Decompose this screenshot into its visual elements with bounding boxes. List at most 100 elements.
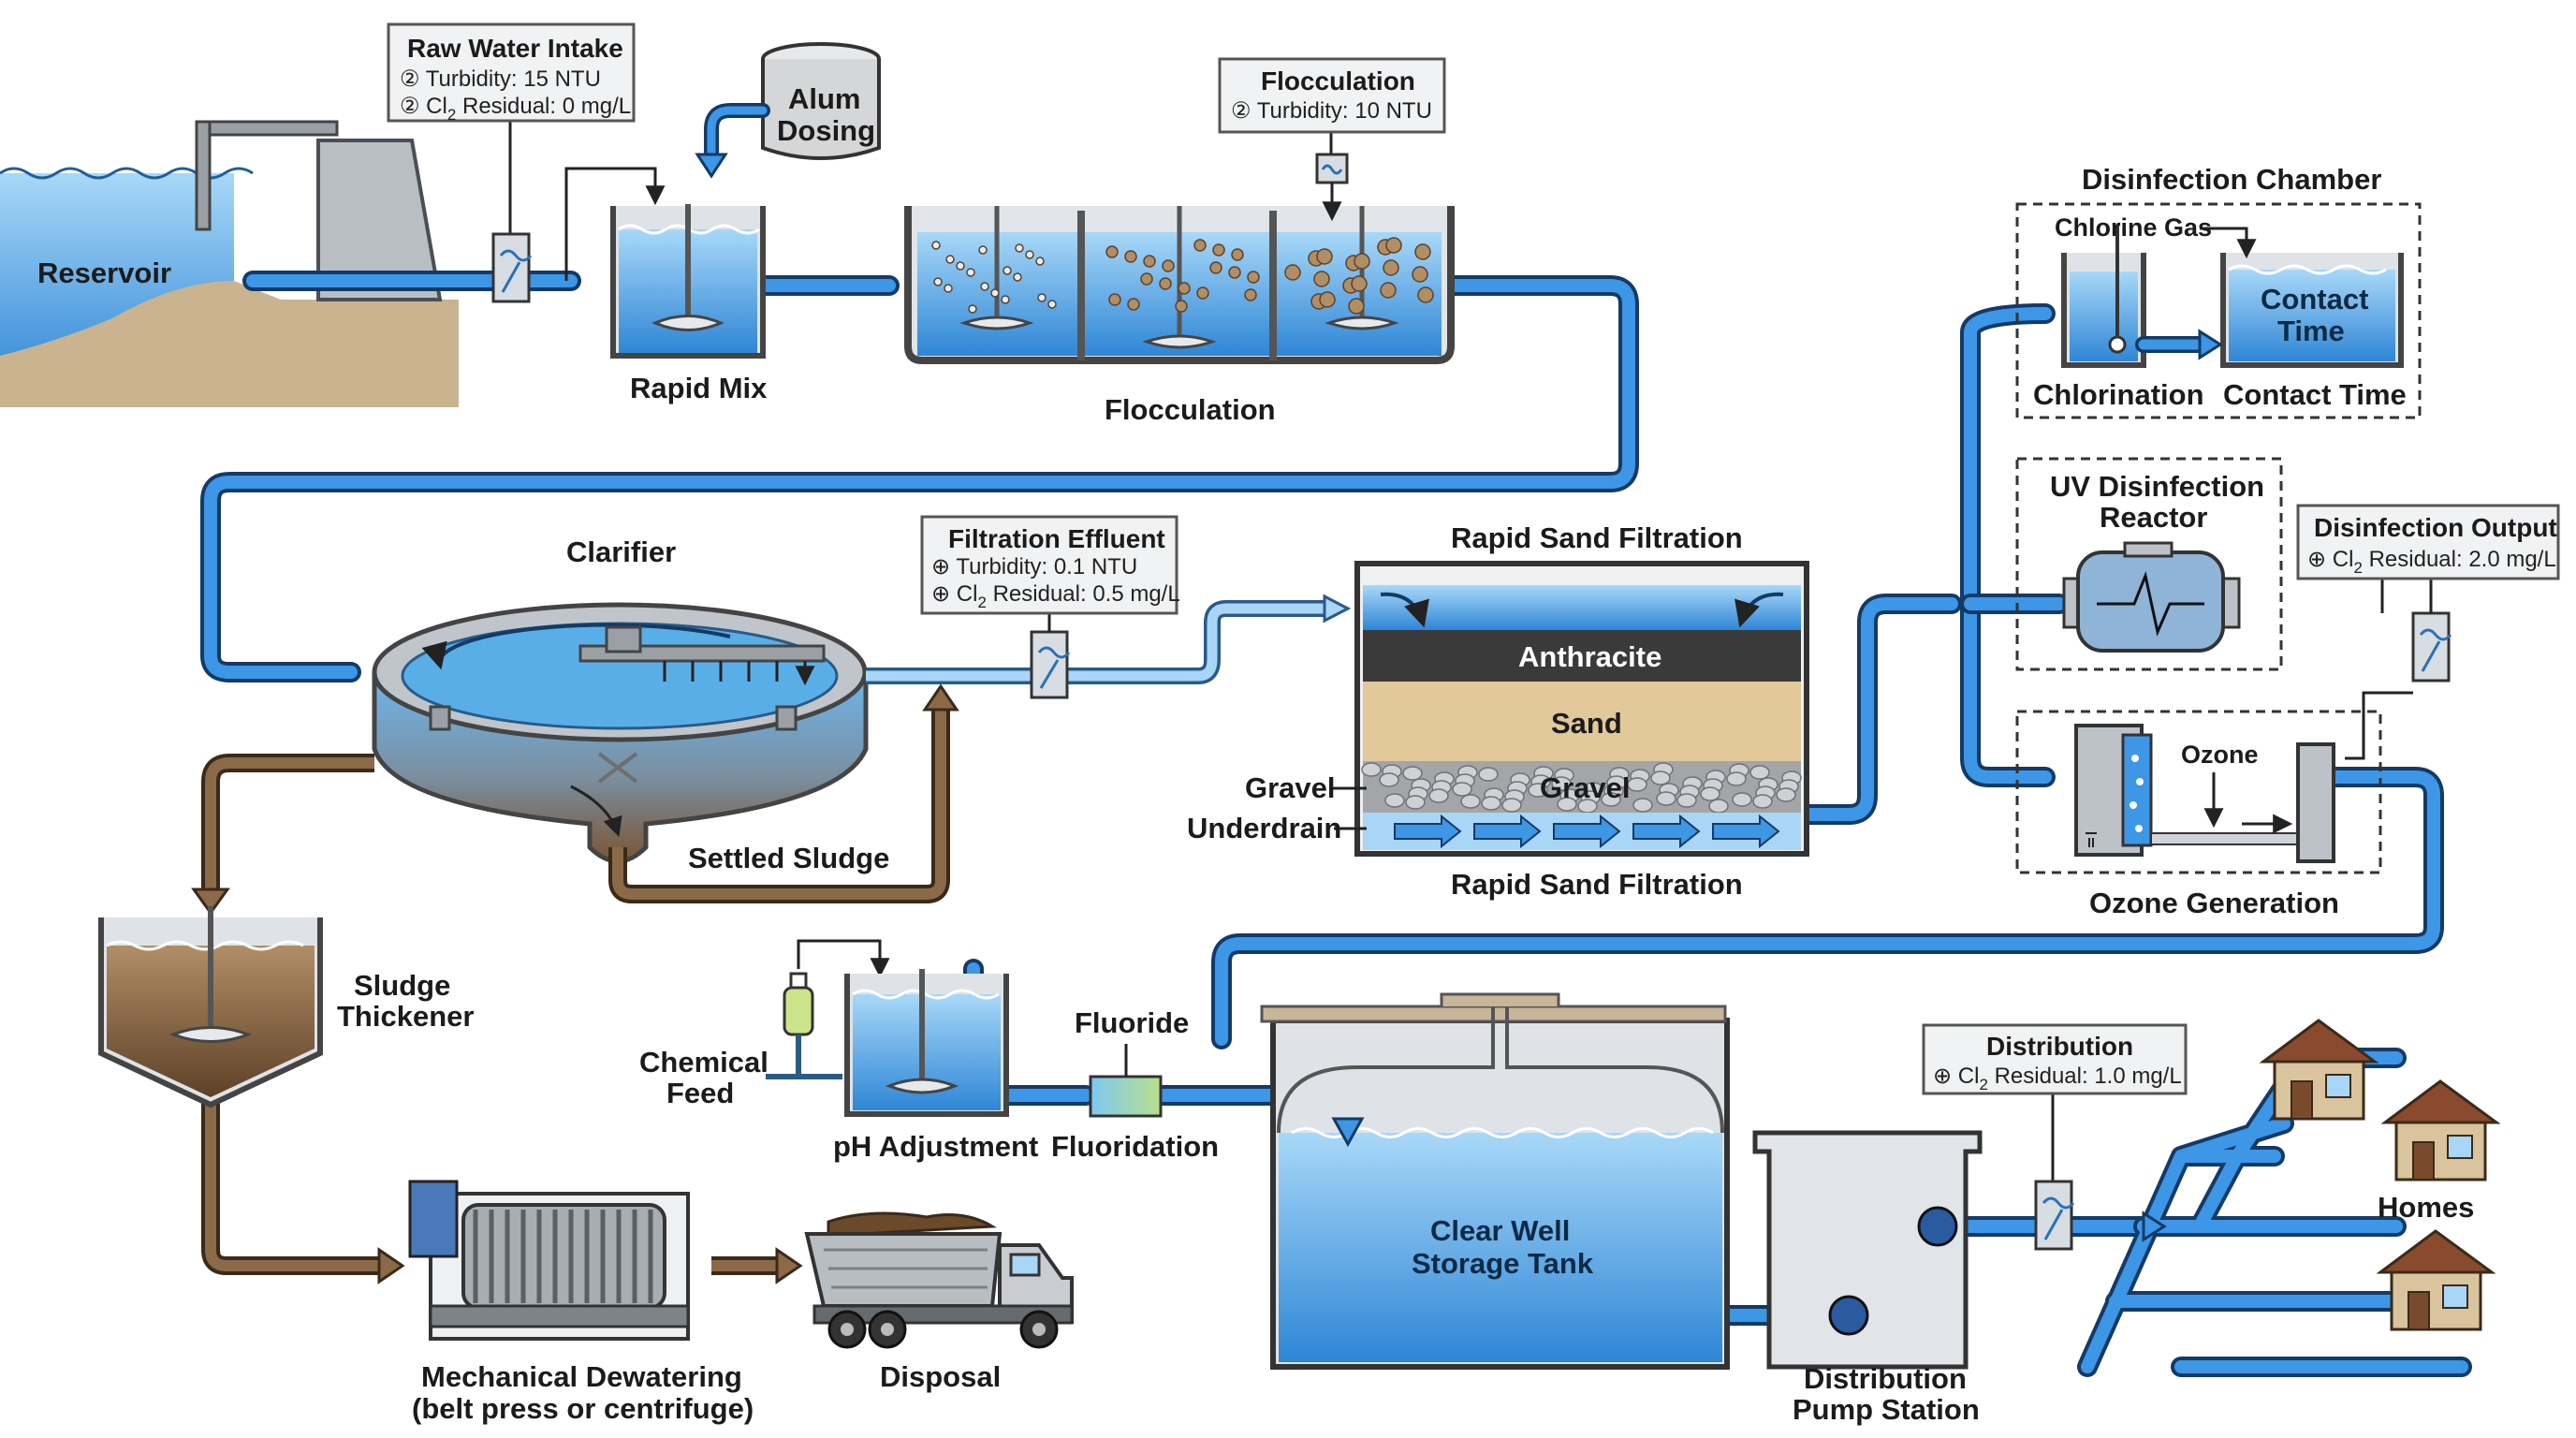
floc-particle [1025, 250, 1034, 259]
floc-particle [944, 284, 953, 293]
gravel-stone [1700, 786, 1720, 801]
alum-dosing-tank: Alum Dosing [695, 42, 881, 179]
floc-particle [1108, 293, 1121, 306]
flocculation-sensor [1315, 131, 1349, 222]
distribution-sensor [2034, 1093, 2167, 1251]
gravel-stone [1478, 767, 1499, 782]
alum-dosing-label-1: Alum [788, 82, 861, 115]
floc-particle [1127, 298, 1140, 311]
floc-particle [1015, 243, 1024, 253]
floc-particle [1037, 293, 1046, 302]
floc-particle [1178, 282, 1191, 295]
floc-particle [1047, 300, 1057, 309]
gravel-stones [1361, 762, 1802, 814]
alum-dosing-label-2: Dosing [777, 114, 875, 147]
filtration-effluent-readout: Filtration Effluent ⊕ Turbidity: 0.1 NTU… [920, 515, 1180, 615]
fluoridation-unit: Fluoride Fluoridation [1051, 1006, 1219, 1163]
chlorination-label: Chlorination [2033, 378, 2204, 411]
floc-particle [1385, 237, 1402, 254]
rapid-mix-tank: Rapid Mix [564, 167, 768, 404]
floc-particle [1319, 291, 1336, 308]
gravel-stone [1732, 792, 1752, 807]
floc-particle [1284, 264, 1301, 281]
ph-adjustment-label: pH Adjustment [833, 1130, 1038, 1163]
gravel-stone [1428, 788, 1449, 803]
gravel-stone [1384, 793, 1405, 808]
floc-particle [1231, 248, 1244, 261]
chemical-feed: Chemical Feed [639, 939, 890, 1109]
chemical-feed-label-2: Feed [666, 1077, 734, 1109]
clarifier-label: Clarifier [566, 536, 676, 568]
floc-particle [1228, 266, 1241, 279]
pump-station-label-1: Distribution [1804, 1362, 1967, 1395]
home [2259, 1019, 2379, 1121]
gravel-stone [1405, 795, 1426, 810]
floc-particle [1383, 259, 1399, 276]
floc-particle [1348, 298, 1365, 315]
floc-particle [945, 255, 955, 264]
floc-particle [1414, 243, 1431, 260]
gravel-layer-label: Gravel [1540, 771, 1631, 804]
rapid-sand-filtration-caption: Rapid Sand Filtration [1451, 868, 1743, 901]
chlorine-gas-label: Chlorine Gas [2055, 213, 2212, 242]
gravel-stone [1627, 777, 1647, 792]
floc-particle [1124, 250, 1137, 263]
disinfection-output-sensor [2345, 576, 2452, 760]
gravel-stone [1361, 762, 1382, 777]
floc-particle [990, 288, 1000, 298]
floc-particle [966, 268, 975, 277]
filtration-effluent-turbidity: ⊕ Turbidity: 0.1 NTU [931, 554, 1137, 580]
mechanical-dewatering-unit: Mechanical Dewatering (belt press or cen… [408, 1180, 754, 1425]
gravel-stone [1501, 798, 1522, 813]
floc-particle [1380, 282, 1397, 299]
sludge-thickener-label-2: Thickener [337, 1000, 474, 1033]
underdrain-arrows [1394, 814, 1780, 849]
home-roof [2380, 1079, 2501, 1124]
clear-well-storage-tank: Clear Well Storage Tank [1260, 992, 1730, 1370]
rapid-sand-filter: Anthracite Sand Gravel Rapid Sand Filtra… [1187, 521, 1809, 901]
home-window [2442, 1284, 2468, 1309]
floc-particle [980, 282, 989, 291]
floc-particles [931, 237, 1434, 315]
press-rollers [473, 1210, 653, 1303]
filtration-effluent-title: Filtration Effluent [948, 524, 1165, 553]
floc-particle [1013, 272, 1022, 282]
clear-well-label-1: Clear Well [1430, 1214, 1570, 1247]
disinfection-chamber: Disinfection Chamber Chlorine Gas Contac… [2015, 163, 2422, 419]
chemical-feed-label-1: Chemical [639, 1046, 768, 1078]
reservoir-label: Reservoir [37, 257, 171, 289]
dewatering-label-2: (belt press or centrifuge) [412, 1392, 754, 1425]
floc-particle [978, 245, 988, 255]
flocculation-turbidity: ② Turbidity: 10 NTU [1231, 98, 1432, 124]
floc-particle [968, 304, 977, 314]
filtration-effluent-line [866, 594, 1352, 699]
clarifier: Clarifier [372, 536, 869, 864]
disinfection-chamber-title: Disinfection Chamber [2082, 163, 2381, 196]
gravel-stone [1528, 783, 1548, 798]
floc-particle [956, 261, 965, 271]
floc-particle [1162, 259, 1175, 272]
gravel-stone [1402, 766, 1423, 781]
gravel-stone [1632, 798, 1653, 813]
gravel-stone [1650, 770, 1671, 785]
ozone-generation-label: Ozone Generation [2089, 887, 2339, 919]
contact-time-tank-label-1: Contact [2261, 283, 2368, 315]
floc-particle [1193, 239, 1207, 252]
clear-well-label-2: Storage Tank [1412, 1247, 1594, 1280]
disposal-truck: Disposal [804, 1211, 1074, 1393]
gravel-stone [1676, 793, 1697, 808]
settled-sludge-label: Settled Sludge [688, 842, 889, 874]
disposal-label: Disposal [880, 1360, 1001, 1393]
reservoir: Reservoir [0, 120, 459, 407]
ph-adjustment-tank: pH Adjustment [833, 969, 1038, 1163]
uv-disinfection-reactor: UV Disinfection Reactor [2015, 457, 2283, 671]
raw-water-intake-readout: Raw Water Intake ② Turbidity: 15 NTU ② C… [387, 22, 636, 124]
raw-water-title: Raw Water Intake [407, 34, 623, 63]
floc-particle [1351, 275, 1368, 292]
ozone-label: Ozone [2181, 741, 2259, 769]
gravel-stone [1708, 799, 1729, 814]
floc-particle [1035, 257, 1045, 266]
gravel-stone [1749, 765, 1770, 780]
home-door [2291, 1080, 2313, 1120]
